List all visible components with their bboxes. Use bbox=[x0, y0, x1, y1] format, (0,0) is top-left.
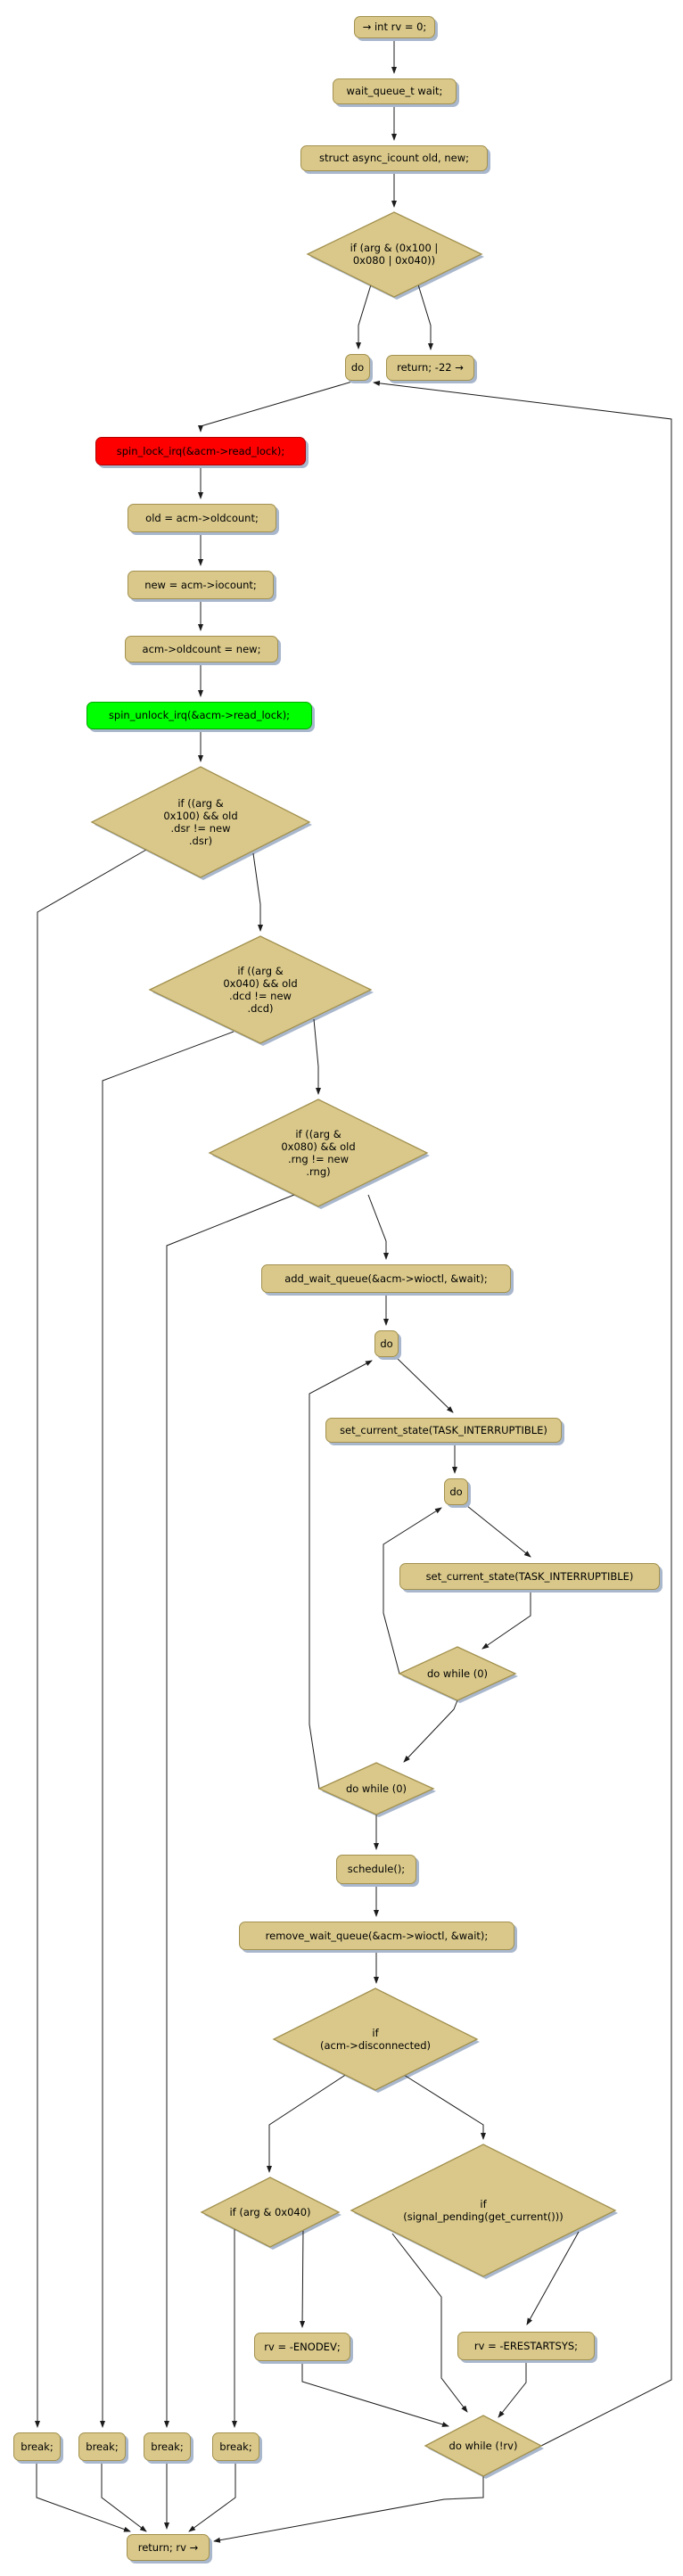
node-struct-decl: struct async_icount old, new; bbox=[300, 145, 488, 171]
node-return-rv: return; rv → bbox=[127, 2534, 210, 2561]
node-break-1: break; bbox=[13, 2432, 61, 2461]
diamond-if-disconnected bbox=[272, 1988, 479, 2091]
node-new-assign: new = acm->iocount; bbox=[128, 571, 274, 599]
node-remove-wait-queue: remove_wait_queue(&acm->wioctl, &wait); bbox=[239, 1922, 514, 1950]
node-rv-erestartsys: rv = -ERESTARTSYS; bbox=[457, 2332, 595, 2360]
node-do-mid: do bbox=[374, 1330, 399, 1357]
node-start: → int rv = 0; bbox=[354, 16, 435, 38]
diamond-shadows bbox=[95, 215, 618, 2479]
node-do-outer: do bbox=[345, 354, 370, 381]
node-do-inner: do bbox=[444, 1478, 468, 1505]
diamond-if-arg-040 bbox=[200, 2177, 341, 2248]
diamond-do-while-0-outer bbox=[317, 1762, 435, 1815]
node-oldcount-assign: acm->oldcount = new; bbox=[125, 636, 278, 663]
node-break-3: break; bbox=[144, 2432, 191, 2461]
node-wait-decl: wait_queue_t wait; bbox=[333, 78, 457, 104]
node-add-wait-queue: add_wait_queue(&acm->wioctl, &wait); bbox=[261, 1264, 511, 1293]
node-old-assign: old = acm->oldcount; bbox=[128, 504, 276, 532]
flow-edges bbox=[35, 38, 672, 2543]
diamond-if-mask bbox=[306, 211, 483, 298]
diamond-if-rng bbox=[208, 1099, 429, 1207]
diamond-do-while-0-inner bbox=[398, 1646, 517, 1701]
node-break-2: break; bbox=[78, 2432, 126, 2461]
node-break-4: break; bbox=[212, 2432, 259, 2461]
diamond-if-dcd bbox=[148, 935, 373, 1044]
diamond-if-signal-pending bbox=[350, 2144, 617, 2277]
node-spin-unlock: spin_unlock_irq(&acm->read_lock); bbox=[86, 702, 312, 729]
node-spin-lock: spin_lock_irq(&acm->read_lock); bbox=[95, 437, 306, 465]
diamond-if-dsr bbox=[90, 766, 311, 878]
node-set-state-1: set_current_state(TASK_INTERRUPTIBLE) bbox=[325, 1418, 562, 1443]
node-schedule: schedule(); bbox=[336, 1855, 416, 1884]
node-rv-enodev: rv = -ENODEV; bbox=[254, 2333, 350, 2361]
decision-diamonds bbox=[90, 211, 617, 2477]
node-set-state-2: set_current_state(TASK_INTERRUPTIBLE) bbox=[399, 1563, 660, 1590]
diamond-do-while-not-rv bbox=[424, 2415, 543, 2477]
node-return-neg22: return; -22 → bbox=[386, 355, 474, 381]
